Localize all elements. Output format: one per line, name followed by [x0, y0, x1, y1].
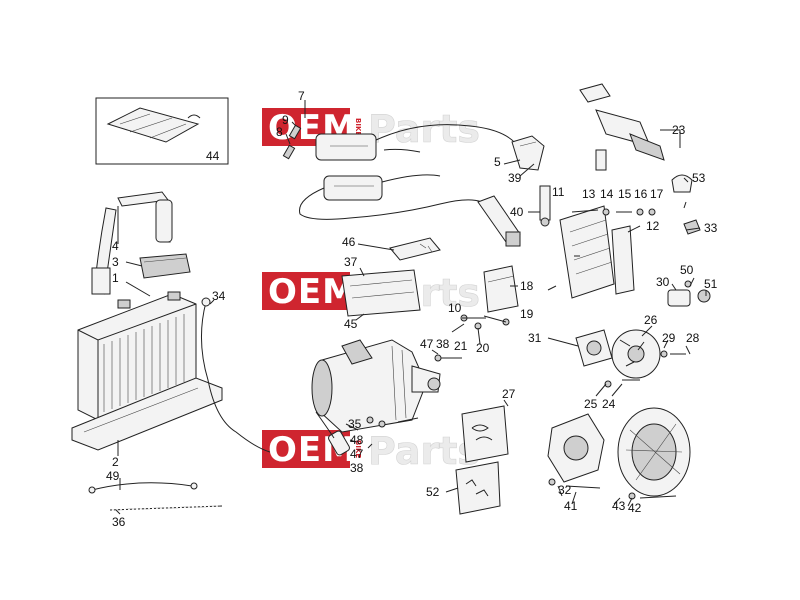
- callout-47-lower: 47: [350, 447, 364, 461]
- watermark-badge: [262, 272, 350, 310]
- part-23-ignition-switch: [579, 83, 665, 171]
- callout-15: 15: [618, 187, 632, 201]
- callout-46: 46: [342, 235, 356, 249]
- callout-47-upper: 47: [420, 337, 434, 351]
- watermark-top: OEM BIKE Parts: [262, 107, 480, 151]
- callout-14: 14: [600, 187, 614, 201]
- callout-7: 7: [298, 89, 305, 103]
- watermark-parts-text: Parts: [368, 429, 480, 473]
- callout-20: 20: [476, 341, 490, 355]
- callout-32: 32: [558, 483, 572, 497]
- callout-26: 26: [644, 313, 658, 327]
- callout-labels: 44 4 3 1 2 49 36 34 7 9 8 5 39 40 46 37 …: [106, 89, 718, 529]
- part-11-fuse-board: [559, 205, 615, 299]
- part-1-battery: [77, 291, 197, 421]
- callout-49: 49: [106, 469, 120, 483]
- watermark-oem-text: OEM: [268, 272, 357, 312]
- part-30-50-51-sensor: [667, 280, 711, 307]
- callout-53: 53: [692, 171, 706, 185]
- callout-9: 9: [282, 113, 289, 127]
- callout-45: 45: [344, 317, 358, 331]
- callout-19: 19: [520, 307, 534, 321]
- callout-28: 28: [686, 331, 700, 345]
- callout-16: 16: [634, 187, 648, 201]
- part-40-spark-plug: [539, 185, 551, 227]
- callout-8: 8: [276, 125, 283, 139]
- callout-3: 3: [112, 255, 119, 269]
- part-37-voltage-regulator: [341, 269, 421, 317]
- part-33-grommet: [683, 219, 701, 235]
- callout-48: 48: [350, 433, 364, 447]
- part-47-38-bolts: [434, 354, 462, 362]
- watermark-bottom: OEM BIKE Parts: [262, 429, 480, 473]
- part-36-cable-tie: [109, 505, 223, 511]
- callout-25: 25: [584, 397, 598, 411]
- callout-33: 33: [704, 221, 718, 235]
- callout-24: 24: [602, 397, 616, 411]
- part-12-fuse-cover: [611, 225, 635, 295]
- part-52-fuse-holder: [455, 461, 501, 515]
- callout-39: 39: [508, 171, 522, 185]
- watermark-bike-text: BIKE: [354, 440, 362, 458]
- callout-36: 36: [112, 515, 126, 529]
- part-39-spark-plug-cap: [477, 195, 521, 247]
- leader-lines: [115, 100, 707, 515]
- callout-23: 23: [672, 123, 686, 137]
- part-4-battery-strap: [91, 191, 173, 295]
- callout-43: 43: [612, 499, 626, 513]
- part-9-8-fasteners: [282, 124, 302, 160]
- part-27-fuse-box: [461, 405, 509, 463]
- callout-5: 5: [494, 155, 501, 169]
- part-44-wiring-kit: [95, 97, 229, 165]
- part-10-19-21-20-hardware: [460, 314, 510, 330]
- callout-38-upper: 38: [436, 337, 450, 351]
- part-2-battery-tray: [71, 377, 223, 451]
- callout-17: 17: [650, 187, 664, 201]
- watermark-bike-text: BIKE: [354, 118, 362, 136]
- part-7-ignition-coils: [299, 124, 521, 220]
- callout-40: 40: [510, 205, 524, 219]
- callout-21: 21: [454, 339, 468, 353]
- callout-37: 37: [344, 255, 358, 269]
- part-starter-motor: [311, 339, 441, 433]
- part-26-brush-plate: [611, 329, 661, 379]
- callout-41: 41: [564, 499, 578, 513]
- callout-50: 50: [680, 263, 694, 277]
- part-53-cap: [671, 174, 693, 193]
- part-29-28-24-25-hardware: [604, 350, 686, 388]
- callout-44: 44: [206, 149, 220, 163]
- part-alternator-housing: [617, 407, 691, 497]
- part-5-spark-plug-cap: [511, 135, 545, 171]
- callout-10: 10: [448, 301, 462, 315]
- callout-12: 12: [646, 219, 660, 233]
- callout-1: 1: [112, 271, 119, 285]
- callout-29: 29: [662, 331, 676, 345]
- callout-11: 11: [552, 185, 565, 199]
- callout-34: 34: [212, 289, 226, 303]
- callout-42: 42: [628, 501, 642, 515]
- part-31-rotor: [575, 329, 613, 367]
- part-18-relay: [483, 265, 519, 313]
- callout-18: 18: [520, 279, 534, 293]
- part-13-17-screws-nuts: [571, 208, 656, 216]
- callout-27: 27: [502, 387, 516, 401]
- callout-13: 13: [582, 187, 596, 201]
- part-49-battery-cable: [88, 482, 198, 494]
- callout-2: 2: [112, 455, 119, 469]
- part-34-ground-cable: [200, 297, 271, 453]
- callout-52: 52: [426, 485, 440, 499]
- part-46-decal: [389, 237, 441, 261]
- part-alternator-stator: [547, 413, 605, 483]
- watermark-parts-text: Parts: [368, 107, 480, 151]
- callout-35: 35: [348, 417, 362, 431]
- callout-38-lower: 38: [350, 461, 364, 475]
- part-35-48-solenoid-parts: [315, 411, 419, 456]
- part-3-battery-cover: [139, 253, 191, 279]
- callout-30: 30: [656, 275, 670, 289]
- callout-31: 31: [528, 331, 542, 345]
- callout-51: 51: [704, 277, 718, 291]
- callout-4: 4: [112, 239, 119, 253]
